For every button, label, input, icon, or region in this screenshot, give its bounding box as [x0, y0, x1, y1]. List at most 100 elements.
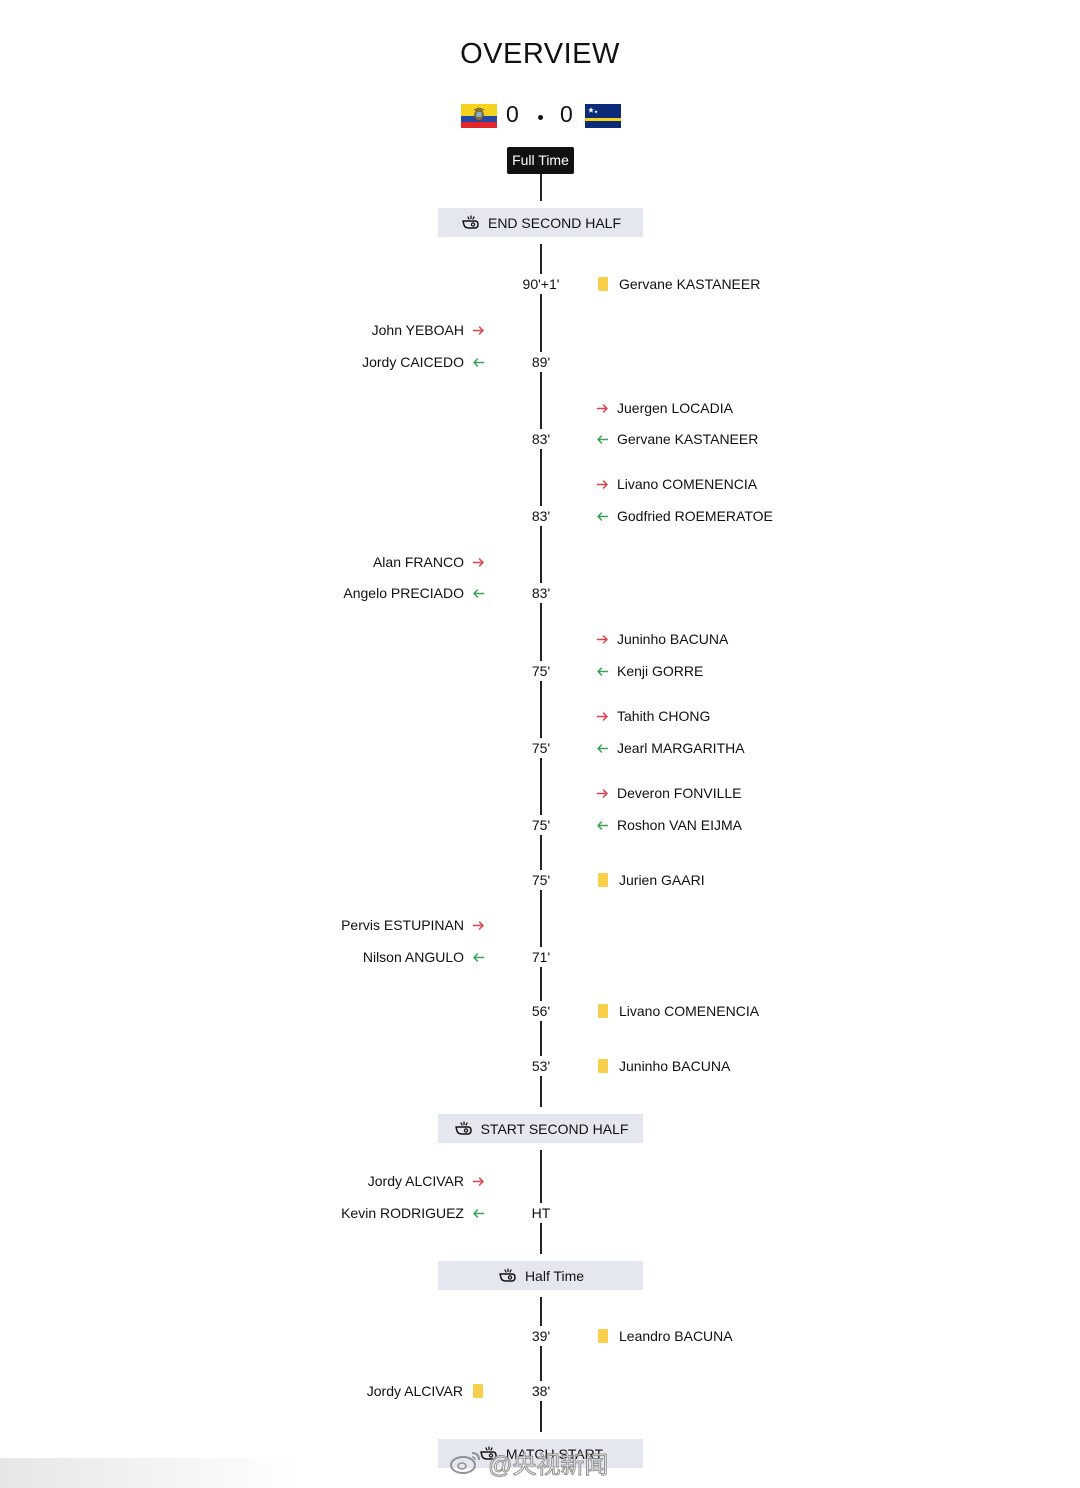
player-name[interactable]: Alan FRANCO	[372, 554, 464, 570]
player-name[interactable]: John YEBOAH	[371, 322, 464, 338]
arrow-left-icon	[472, 951, 485, 964]
bottom-fade	[0, 1458, 300, 1488]
arrow-left-icon	[472, 356, 485, 369]
arrow-left-icon	[596, 510, 609, 523]
arrow-right-icon	[472, 919, 485, 932]
whistle-icon	[497, 1267, 517, 1284]
event-minute: 53'	[505, 1056, 577, 1076]
period-label: MATCH START	[505, 1445, 604, 1462]
arrow-right-icon	[596, 402, 609, 415]
player-name[interactable]: Roshon VAN EIJMA	[617, 817, 743, 833]
player-name[interactable]: Pervis ESTUPINAN	[341, 917, 464, 933]
event-minute: 75'	[505, 661, 577, 681]
substitution-in-event: John YEBOAH	[372, 320, 485, 340]
substitution-out-event: Angelo PRECIADO	[343, 583, 485, 603]
score-separator	[538, 115, 543, 120]
arrow-right-icon	[472, 556, 485, 569]
substitution-out-event: Godfried ROEMERATOE	[596, 506, 773, 526]
player-name[interactable]: Leandro BACUNA	[619, 1328, 733, 1344]
event-minute: 71'	[505, 947, 577, 967]
substitution-out-event: Kenji GORRE	[596, 661, 703, 681]
arrow-right-icon	[596, 478, 609, 491]
arrow-right-icon	[596, 787, 609, 800]
event-minute: 90'+1'	[505, 274, 577, 294]
player-name[interactable]: Tahith CHONG	[617, 708, 711, 724]
yellow-card-event: Jordy ALCIVAR	[367, 1381, 485, 1401]
yellow-card-event: Juninho BACUNA	[596, 1056, 730, 1076]
event-minute: 75'	[505, 738, 577, 758]
player-name[interactable]: Livano COMENENCIA	[617, 476, 758, 492]
substitution-out-event: Kevin RODRIGUEZ	[341, 1203, 485, 1223]
period-marker: Half Time	[438, 1261, 643, 1290]
substitution-in-event: Deveron FONVILLE	[596, 783, 742, 803]
player-name[interactable]: Juergen LOCADIA	[617, 400, 733, 416]
player-name[interactable]: Godfried ROEMERATOE	[617, 508, 773, 524]
arrow-left-icon	[472, 1207, 485, 1220]
event-minute: 89'	[505, 352, 577, 372]
yellow-card-icon	[598, 1329, 608, 1343]
player-name[interactable]: Kevin RODRIGUEZ	[341, 1205, 464, 1221]
arrow-right-icon	[596, 633, 609, 646]
substitution-out-event: Roshon VAN EIJMA	[596, 815, 742, 835]
whistle-icon	[478, 1445, 498, 1462]
substitution-out-event: Gervane KASTANEER	[596, 429, 758, 449]
substitution-in-event: Juninho BACUNA	[596, 629, 728, 649]
player-name[interactable]: Jurien GAARI	[619, 872, 705, 888]
player-name[interactable]: Deveron FONVILLE	[617, 785, 742, 801]
arrow-left-icon	[596, 665, 609, 678]
player-name[interactable]: Jearl MARGARITHA	[617, 740, 745, 756]
period-label: Half Time	[524, 1267, 585, 1284]
player-name[interactable]: Jordy ALCIVAR	[367, 1173, 464, 1189]
event-minute: 75'	[505, 870, 577, 890]
yellow-card-icon	[473, 1384, 483, 1398]
player-name[interactable]: Jordy ALCIVAR	[366, 1383, 463, 1399]
period-label: END SECOND HALF	[487, 214, 622, 231]
whistle-icon	[460, 214, 480, 231]
whistle-icon	[453, 1120, 473, 1137]
timeline-line	[540, 174, 542, 201]
yellow-card-event: Leandro BACUNA	[596, 1326, 733, 1346]
yellow-card-icon	[598, 873, 608, 887]
event-minute: 38'	[505, 1381, 577, 1401]
yellow-card-icon	[598, 277, 608, 291]
arrow-right-icon	[472, 1175, 485, 1188]
player-name[interactable]: Angelo PRECIADO	[343, 585, 464, 601]
player-name[interactable]: Nilson ANGULO	[362, 949, 464, 965]
yellow-card-icon	[598, 1004, 608, 1018]
substitution-in-event: Jordy ALCIVAR	[368, 1171, 485, 1191]
substitution-in-event: Livano COMENENCIA	[596, 474, 757, 494]
player-name[interactable]: Gervane KASTANEER	[619, 276, 761, 292]
timeline-line	[540, 1150, 542, 1254]
substitution-in-event: Tahith CHONG	[596, 706, 710, 726]
substitution-out-event: Jearl MARGARITHA	[596, 738, 745, 758]
match-status-badge: Full Time	[507, 147, 574, 174]
timeline-line	[540, 1297, 542, 1432]
event-minute: 83'	[505, 429, 577, 449]
arrow-left-icon	[472, 587, 485, 600]
weibo-logo-icon	[450, 1452, 480, 1474]
player-name[interactable]: Jordy CAICEDO	[362, 354, 464, 370]
substitution-in-event: Juergen LOCADIA	[596, 398, 733, 418]
event-minute: 56'	[505, 1001, 577, 1021]
yellow-card-event: Livano COMENENCIA	[596, 1001, 759, 1021]
substitution-out-event: Jordy CAICEDO	[362, 352, 485, 372]
yellow-card-event: Gervane KASTANEER	[596, 274, 760, 294]
event-minute: HT	[505, 1203, 577, 1223]
player-name[interactable]: Livano COMENENCIA	[619, 1003, 760, 1019]
player-name[interactable]: Juninho BACUNA	[617, 631, 729, 647]
page-title: OVERVIEW	[460, 38, 620, 70]
event-minute: 83'	[505, 506, 577, 526]
arrow-left-icon	[596, 819, 609, 832]
period-label: START SECOND HALF	[480, 1120, 629, 1137]
watermark: @央视新闻	[448, 1442, 609, 1482]
substitution-out-event: Nilson ANGULO	[363, 947, 485, 967]
period-marker: END SECOND HALF	[438, 208, 643, 237]
player-name[interactable]: Juninho BACUNA	[619, 1058, 731, 1074]
player-name[interactable]: Kenji GORRE	[617, 663, 704, 679]
player-name[interactable]: Gervane KASTANEER	[617, 431, 759, 447]
event-minute: 39'	[505, 1326, 577, 1346]
substitution-in-event: Alan FRANCO	[373, 552, 485, 572]
yellow-card-icon	[598, 1059, 608, 1073]
arrow-right-icon	[472, 324, 485, 337]
